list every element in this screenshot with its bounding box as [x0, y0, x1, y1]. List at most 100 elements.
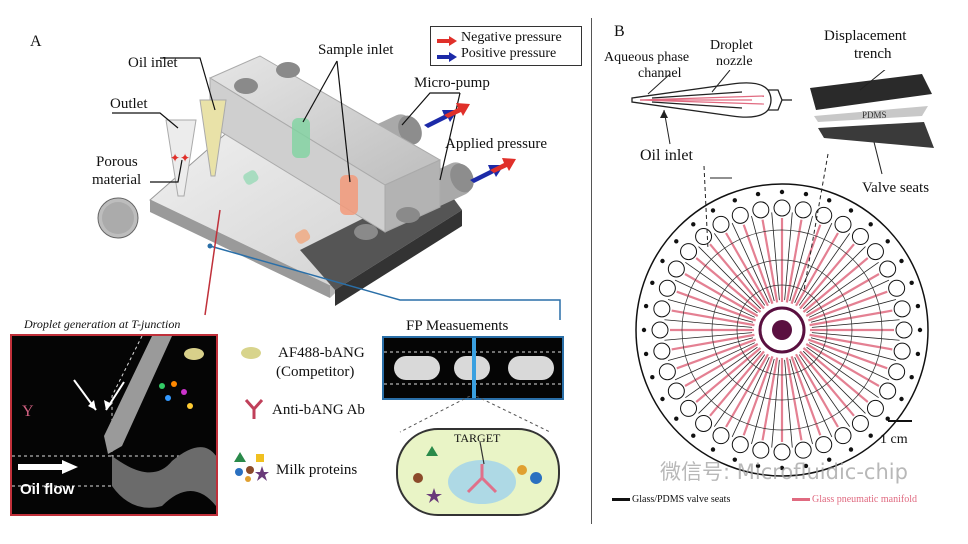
valve-channel [809, 342, 890, 381]
key-milk: Milk proteins [276, 462, 358, 478]
antibody-icon [244, 398, 264, 420]
valve-channel [674, 279, 755, 318]
valve-channel [664, 332, 753, 341]
rim-port [732, 198, 738, 203]
valve-channel [789, 358, 813, 445]
valve-channel [664, 319, 753, 328]
circular-device [635, 183, 929, 477]
rim-loop [680, 399, 698, 417]
valve-channel [731, 357, 770, 438]
rim-loop [695, 228, 713, 246]
fp-title: FP Measuements [406, 318, 509, 334]
rim-loop [834, 427, 852, 445]
milk-proteins-icon [234, 452, 270, 482]
rim-port [868, 222, 873, 227]
legend-positive: Positive pressure [461, 46, 557, 61]
rim-loop [667, 382, 685, 400]
tjunction-inset: Y Oil flow [10, 334, 218, 516]
valve-channel [674, 342, 755, 381]
rim-port [885, 416, 890, 421]
rim-loop [658, 363, 676, 381]
rim-port [660, 396, 665, 402]
label-oil-inlet-b: Oil inlet [640, 147, 693, 164]
label-porous-1: Porous [96, 154, 138, 170]
rim-loop [667, 260, 685, 278]
device-core [758, 306, 806, 354]
legend-negative: Negative pressure [461, 30, 562, 45]
label-porous-2: material [92, 172, 142, 188]
rim-loop [680, 243, 698, 261]
valve-channel [811, 319, 900, 328]
legend-glass-pdms-swatch [612, 498, 630, 501]
rim-port [779, 189, 785, 195]
label-oil-inlet: Oil inlet [128, 55, 178, 71]
inner-ring [711, 259, 853, 401]
label-nozzle-1: Droplet [710, 38, 753, 53]
valve-channel [713, 354, 766, 427]
valve-channel [667, 299, 754, 323]
outlet-cone [165, 119, 197, 197]
label-aqueous-2: channel [638, 66, 682, 81]
fp-zoom-lines [399, 396, 551, 433]
scale-label: 1 cm [880, 432, 908, 447]
rim-port [885, 239, 890, 244]
rim-port [803, 191, 809, 197]
key-af488-1: AF488-bANG [278, 345, 365, 361]
valve-channel [794, 357, 833, 438]
fp-target: TARGET [454, 431, 501, 445]
valve-channel [771, 359, 780, 448]
nozzle-sketch: PDMS [631, 70, 934, 175]
valve-channel [809, 279, 890, 318]
rim-port [915, 303, 921, 309]
rim-loop [658, 279, 676, 297]
rim-port [779, 465, 785, 471]
rim-port [848, 447, 854, 452]
rim-loop [773, 443, 791, 461]
label-outlet: Outlet [110, 96, 148, 112]
valve-channel [685, 261, 758, 314]
rim-loop [866, 243, 884, 261]
label-micro-pump: Micro-pump [414, 75, 490, 91]
rim-port [710, 208, 716, 213]
rim-port [909, 374, 914, 380]
rim-loop [834, 215, 852, 233]
rim-loop [851, 414, 869, 432]
valve-channel [751, 215, 775, 302]
valve-channel [784, 359, 793, 448]
rim-port [899, 258, 904, 264]
rim-port [848, 208, 854, 213]
rim-loop [815, 206, 833, 224]
rim-loop [893, 342, 911, 360]
label-sample-inlet: Sample inlet [318, 42, 394, 58]
rim-port [826, 457, 832, 462]
watermark: 微信号: Microfluidic-chip [660, 460, 908, 484]
valve-channel [784, 212, 793, 301]
rim-loop [752, 201, 770, 219]
valve-channel [713, 233, 766, 306]
rim-port [755, 463, 761, 469]
rim-loop [653, 300, 671, 318]
device-center [772, 320, 792, 340]
svg-text:PDMS: PDMS [862, 110, 887, 120]
af488-icon [240, 346, 262, 360]
key-antibody: Anti-bANG Ab [272, 402, 365, 418]
valve-channel [731, 222, 770, 303]
pump-pressure-arrow-upper [424, 103, 470, 128]
trench-lower [818, 122, 934, 148]
rim-port [691, 222, 696, 227]
key-af488-2: (Competitor) [276, 364, 355, 380]
label-valve-seats: Valve seats [862, 180, 930, 196]
rim-loop [888, 279, 906, 297]
label-displacement-2: trench [854, 46, 892, 62]
rim-port [650, 280, 655, 286]
rim-port [868, 433, 873, 438]
valve-channel [798, 233, 851, 306]
rim-loop [712, 427, 730, 445]
valve-channel [751, 358, 775, 445]
fp-droplet-zoom: TARGET [396, 428, 560, 516]
rim-port [917, 327, 923, 333]
rim-loop [893, 300, 911, 318]
valve-channel [810, 337, 897, 361]
rim-loop [879, 260, 897, 278]
inner-ring [736, 284, 828, 376]
